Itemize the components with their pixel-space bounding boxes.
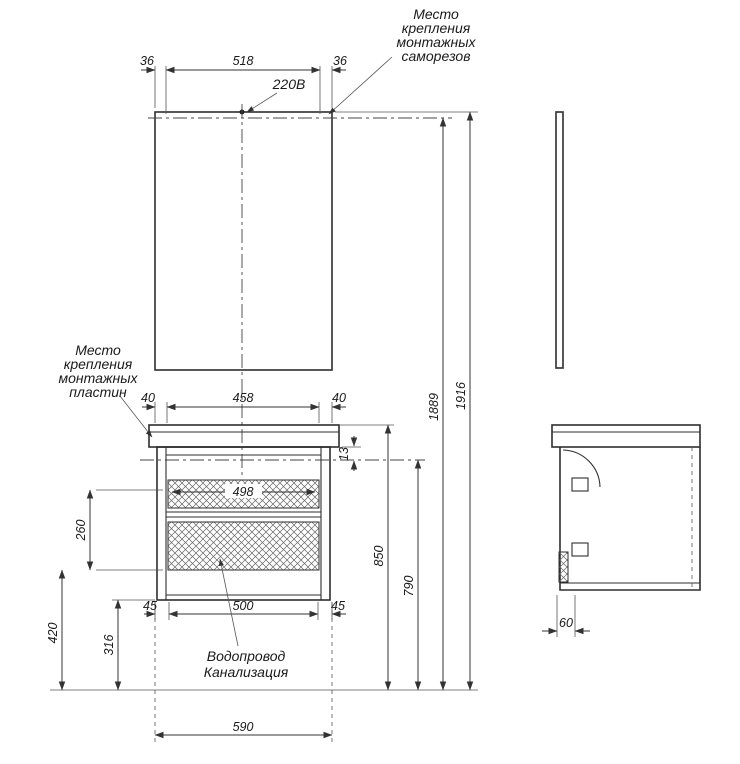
dim-60: 60	[559, 616, 573, 630]
label-mount-plates-line1: Место	[75, 342, 121, 358]
dim-518: 518	[233, 54, 254, 68]
side-view: 60	[542, 111, 701, 637]
dim-498-backplate	[225, 484, 262, 498]
leader-mount-screws	[328, 56, 393, 115]
label-sewerage: Канализация	[204, 664, 289, 680]
drawer-slide-upper	[571, 477, 589, 492]
dim-36-left: 36	[140, 54, 154, 68]
side-front-arc	[562, 449, 601, 488]
dim-420: 420	[46, 623, 60, 644]
dim-260: 260	[74, 520, 88, 542]
dim-590: 590	[233, 720, 254, 734]
ext-lines-plate-row	[154, 402, 333, 423]
dim-45-right: 45	[331, 599, 345, 613]
label-mount-plates-line4: пластин	[69, 384, 127, 400]
mirror-front	[154, 111, 333, 371]
label-power-220v: 220В	[272, 76, 306, 92]
drawer-division-lines	[166, 454, 321, 596]
leader-plumbing	[218, 558, 239, 647]
cabinet-inner-walls	[165, 447, 322, 600]
dim-45-left: 45	[143, 599, 157, 613]
dim-36-right: 36	[333, 54, 347, 68]
dim-1916: 1916	[454, 382, 468, 410]
ext-lines-top	[154, 66, 333, 114]
leader-mount-plates	[119, 395, 153, 438]
front-view: 36 518 36 40 458 40 498 13 260 420 316 8…	[46, 6, 478, 742]
label-mount-screws-line2: крепления	[402, 20, 471, 36]
label-water-supply: Водопровод	[207, 648, 286, 664]
drawer-slide-lower	[571, 542, 589, 557]
dim-458: 458	[233, 391, 254, 405]
side-hatch-detail	[558, 551, 569, 583]
leader-power	[246, 92, 278, 113]
label-mount-screws-line1: Место	[413, 6, 459, 22]
lower-drawer-hatch	[167, 521, 320, 571]
label-mount-screws-line4: саморезов	[401, 48, 470, 64]
dim-500: 500	[233, 599, 254, 613]
dim-40-right: 40	[332, 391, 346, 405]
countertop-side	[551, 424, 701, 448]
cabinet-body-side	[559, 447, 701, 591]
label-mount-plates-line3: монтажных	[58, 370, 138, 386]
ext-lines-left	[96, 489, 163, 601]
dim-850: 850	[372, 546, 386, 567]
dim-40-left: 40	[141, 391, 155, 405]
cabinet-body-front	[156, 446, 331, 601]
label-mount-screws-line3: монтажных	[396, 34, 476, 50]
dim-790: 790	[402, 576, 416, 597]
dim-13: 13	[337, 447, 351, 461]
dim-316: 316	[102, 635, 116, 656]
label-mount-plates-line2: крепления	[64, 356, 133, 372]
countertop-front	[148, 424, 340, 448]
dim-1889: 1889	[427, 393, 441, 421]
mirror-side	[555, 111, 564, 369]
dim-498: 498	[233, 485, 254, 499]
